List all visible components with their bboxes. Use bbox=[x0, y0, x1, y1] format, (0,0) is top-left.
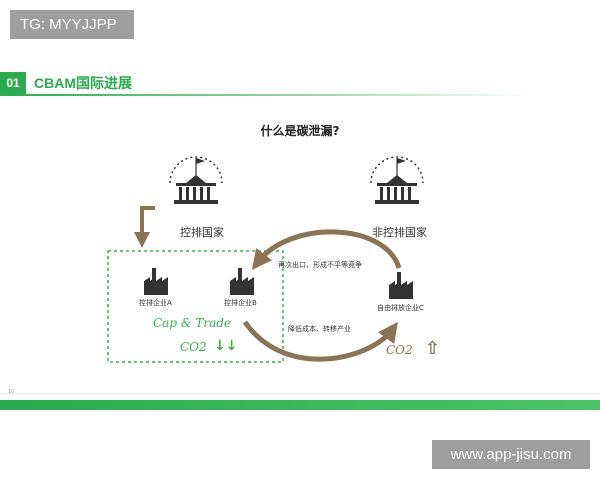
section-divider bbox=[0, 94, 535, 96]
telegram-watermark: TG: MYYJJPP bbox=[10, 10, 134, 39]
page-number: 10 bbox=[8, 389, 15, 395]
caption-relocate: 降低成本、转移产业 bbox=[288, 325, 351, 333]
section-number: 01 bbox=[0, 72, 26, 94]
label-firm-c: 自由排放企业C bbox=[377, 304, 424, 312]
label-firm-a: 控排企业A bbox=[139, 299, 172, 307]
label-uncontrolled-country: 非控排国家 bbox=[372, 226, 427, 239]
label-firm-b: 控排企业B bbox=[224, 299, 257, 307]
co2-right-label: CO2 bbox=[386, 343, 413, 357]
co2-left-label: CO2 bbox=[180, 340, 207, 354]
arrow-down-left bbox=[134, 206, 155, 248]
section-title: CBAM国际进展 bbox=[34, 75, 132, 91]
arrow-relocate bbox=[242, 320, 398, 362]
government-building-icon-left bbox=[169, 156, 223, 204]
cap-trade-label: Cap & Trade bbox=[153, 316, 232, 330]
government-building-icon-right bbox=[370, 156, 424, 204]
factory-icon-b bbox=[230, 268, 254, 295]
co2-down-arrows: ↓↓ bbox=[214, 338, 238, 354]
factory-icon-a bbox=[144, 268, 168, 295]
factory-icon-c bbox=[389, 272, 413, 299]
label-controlled-country: 控排国家 bbox=[180, 226, 224, 239]
controlled-firms-box bbox=[107, 250, 284, 363]
footer-green-band bbox=[0, 400, 600, 410]
slide-question: 什么是碳泄漏? bbox=[260, 124, 340, 138]
caption-export-back: 再次出口，形成不平等竞争 bbox=[278, 261, 362, 269]
co2-up-arrow: ⇧ bbox=[425, 338, 441, 359]
site-watermark: www.app-jisu.com bbox=[432, 440, 590, 469]
footer-divider bbox=[0, 393, 600, 394]
arrow-export-back bbox=[251, 229, 402, 270]
